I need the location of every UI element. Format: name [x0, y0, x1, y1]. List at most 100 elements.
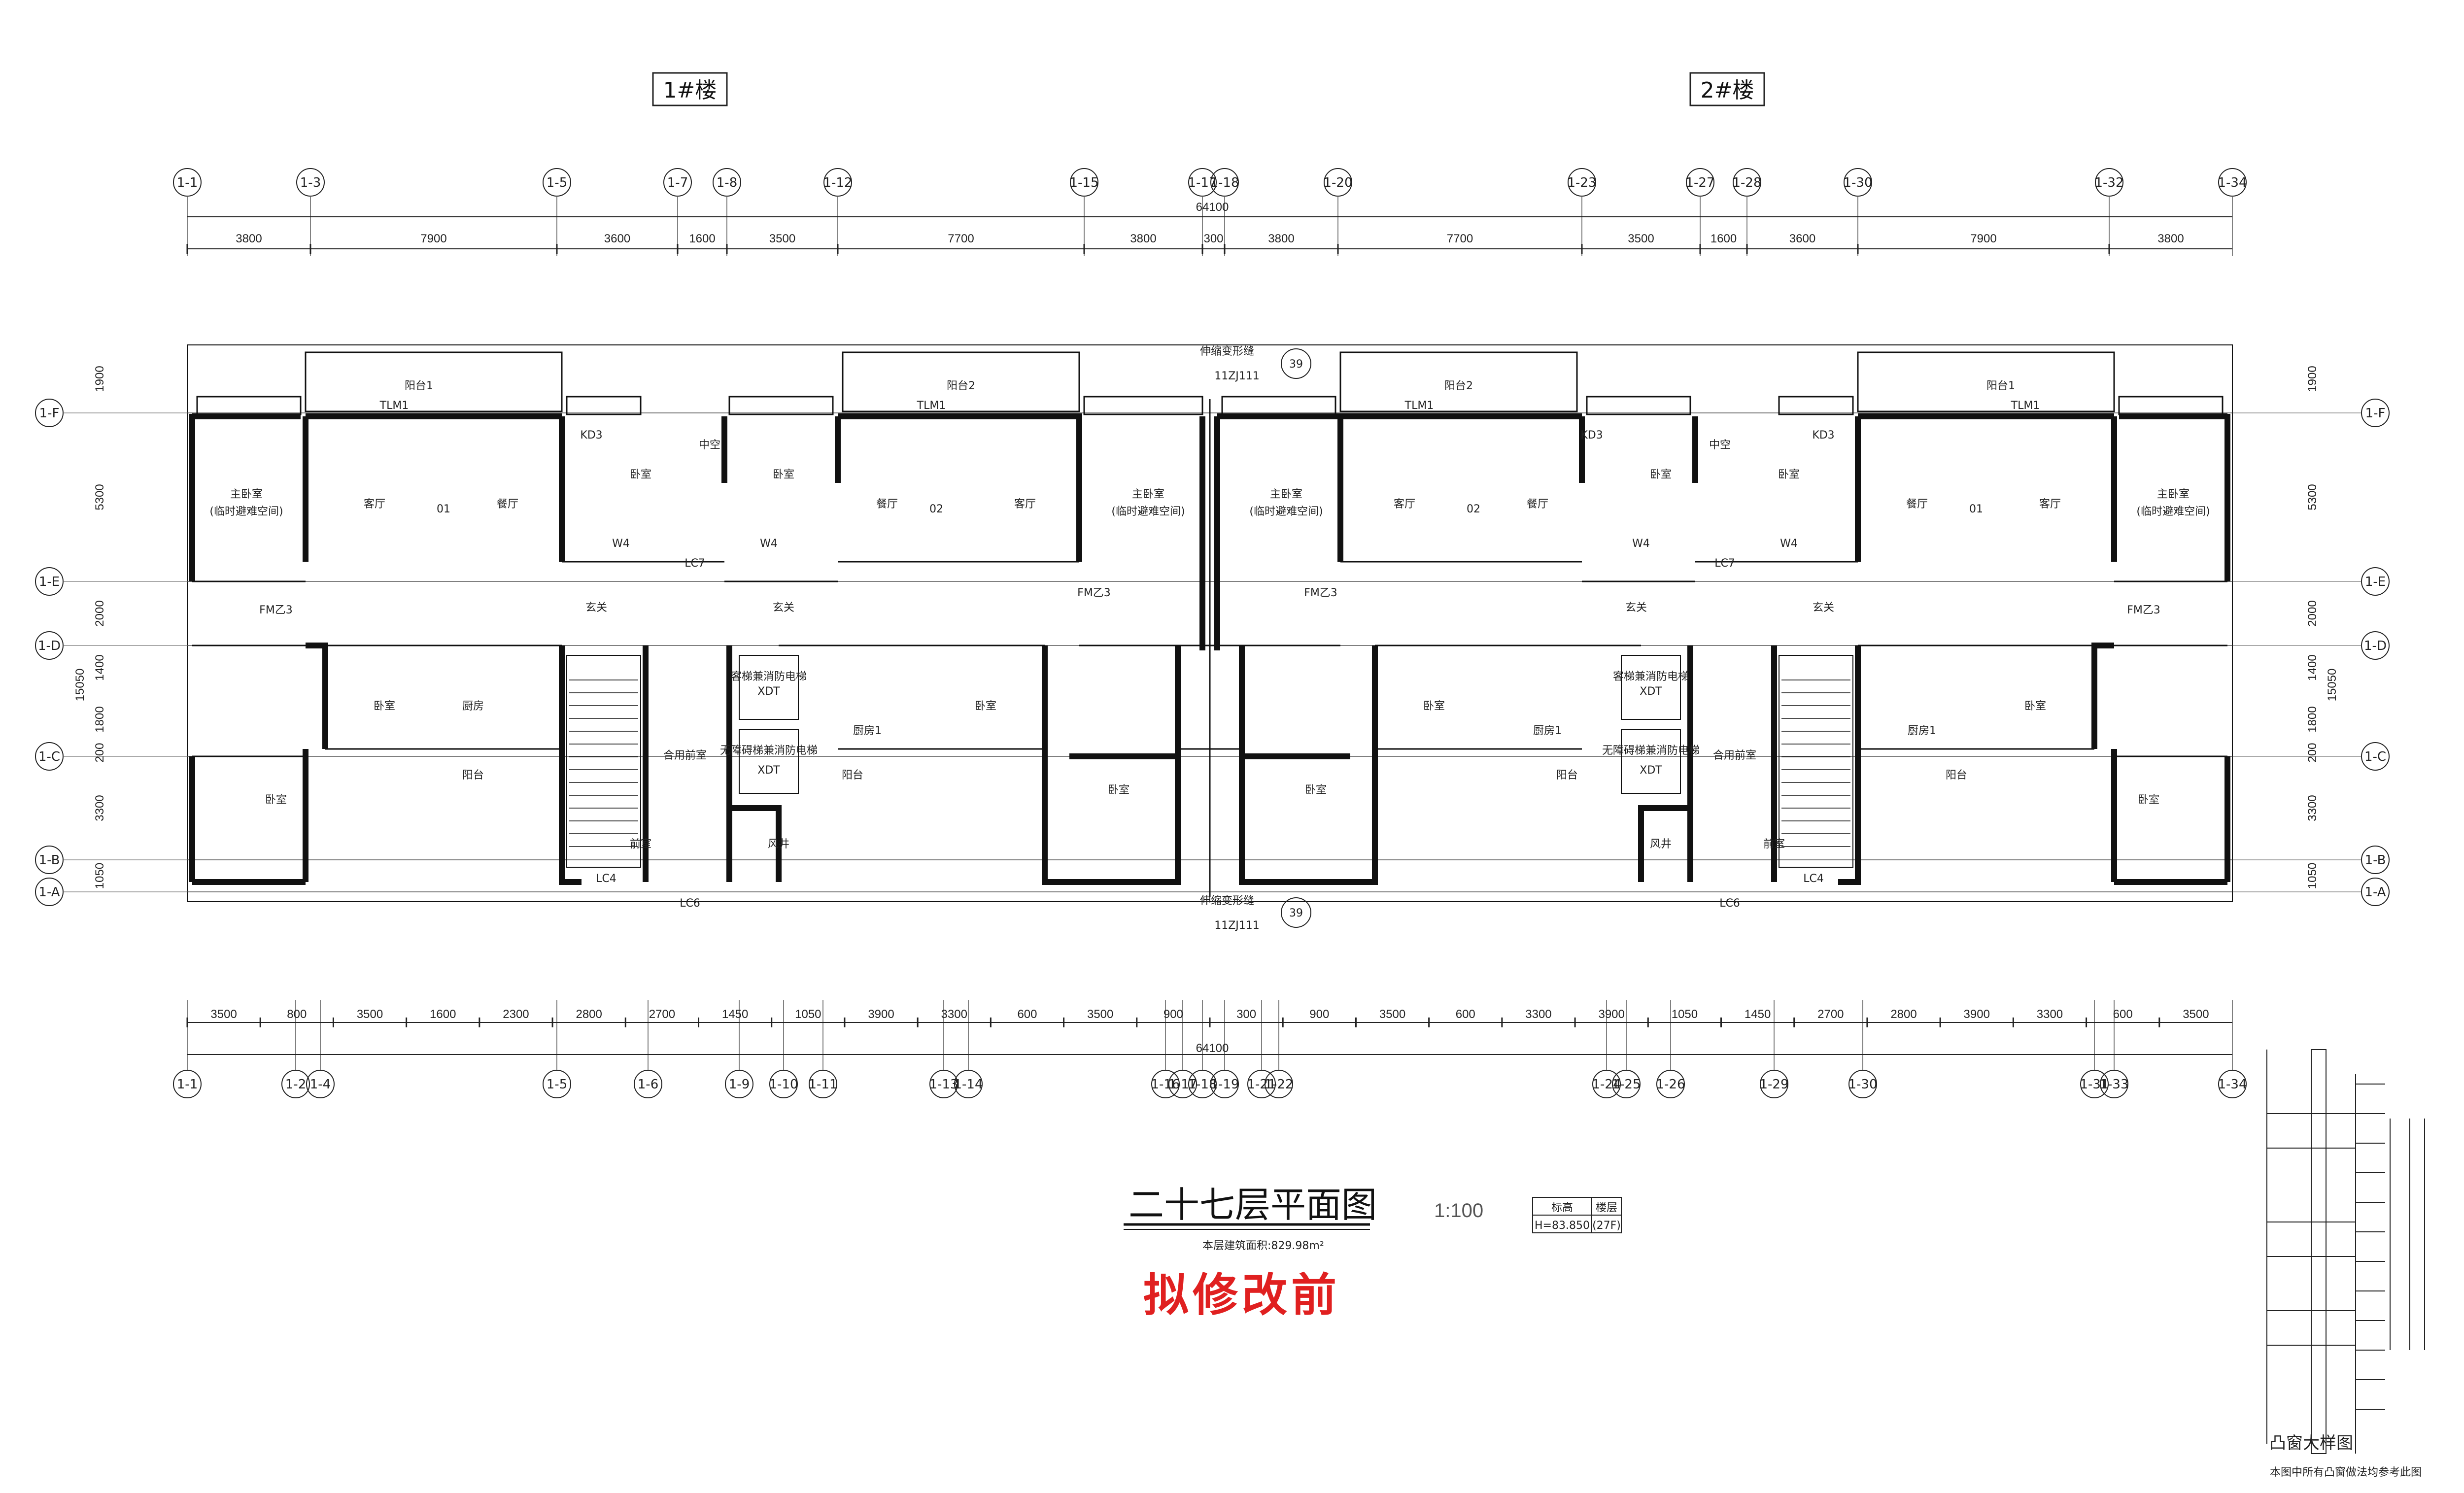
room-label: 客厅 [1014, 498, 1036, 510]
dim-label: 300 [1236, 1008, 1256, 1021]
room-label: 风井 [1650, 838, 1672, 850]
room-label: 02 [1467, 503, 1480, 515]
room-label: LC7 [1714, 557, 1735, 570]
axis-label: 1-28 [1732, 175, 1761, 190]
room-label: 主卧室 [2157, 488, 2190, 501]
building-2-box [1689, 72, 1765, 106]
dim-label: 900 [1164, 1008, 1183, 1021]
room-label: 卧室 [1423, 700, 1445, 713]
axis-bubble-bottom: 1-29 [1759, 1000, 1789, 1098]
dim-label: 3800 [236, 232, 262, 245]
room-label: 卧室 [2138, 794, 2159, 806]
room-label: XDT [757, 685, 780, 698]
room-label: 厨房1 [853, 725, 882, 737]
detail-note: 本图中所有凸窗做法均参考此图 [2270, 1466, 2422, 1479]
axis-label: 1-B [39, 853, 60, 868]
room-label: FM乙3 [1077, 587, 1111, 599]
axis-label: 1-A [2364, 885, 2386, 900]
axis-label: 1-9 [729, 1077, 750, 1092]
room-label: LC6 [1719, 897, 1740, 910]
dim-label: 200 [93, 743, 106, 762]
axis-label: 1-31 [2080, 1077, 2109, 1092]
dim-label: 3500 [1379, 1008, 1405, 1021]
dim-label: 3800 [1130, 232, 1156, 245]
axis-bubble-top: 1-7 [663, 168, 692, 256]
room-label: 主卧室 [230, 488, 263, 501]
axis-bubble-top: 1-23 [1567, 168, 1597, 256]
room-label: W4 [760, 538, 778, 550]
axis-bubble-side: 1-D [35, 631, 187, 660]
axis-label: 1-5 [547, 175, 567, 190]
axis-bubble-top: 1-12 [823, 168, 853, 256]
axis-bubble-bottom: 1-26 [1656, 1000, 1685, 1098]
elev-value-1: H=83.850 [1535, 1220, 1590, 1232]
dim-label: 3500 [1628, 232, 1654, 245]
axis-label: 1-C [38, 749, 60, 764]
room-label: XDT [757, 764, 780, 777]
room-label: 玄关 [585, 602, 607, 614]
axis-label: 1-27 [1685, 175, 1714, 190]
dim-label: 1600 [689, 232, 715, 245]
room-label: 无障碍梯兼消防电梯 [1602, 745, 1700, 757]
axis-label: 1-C [2364, 749, 2386, 764]
axis-bubble-bottom: 1-19 [1210, 1000, 1239, 1098]
room-label: 卧室 [630, 469, 651, 481]
axis-bubble-bottom: 1-34 [2218, 1000, 2247, 1098]
axis-label: 1-8 [717, 175, 737, 190]
axis-label: 1-12 [823, 175, 852, 190]
axis-bubble-top: 1-32 [2094, 168, 2124, 256]
room-label: 客厅 [1394, 498, 1415, 510]
dim-label: 300 [1203, 232, 1223, 245]
room-label: 风井 [768, 838, 789, 850]
building-1-label: 1#楼 [663, 78, 717, 103]
elev-header-2: 楼层 [1596, 1202, 1617, 1214]
building-1-box [652, 72, 728, 106]
axis-label: 1-23 [1567, 175, 1596, 190]
axis-label: 1-34 [2218, 1077, 2247, 1092]
room-label: 阳台2 [947, 380, 975, 392]
axis-bubble-top: 1-27 [1685, 168, 1715, 256]
room-label: 餐厅 [497, 498, 518, 510]
building-2-label: 2#楼 [1701, 78, 1754, 103]
axis-bubble-bottom: 1-5 [543, 1000, 571, 1098]
dim-label: 3300 [941, 1008, 967, 1021]
side-total-right: 15050 [2326, 669, 2339, 702]
axis-label: 1-10 [769, 1077, 798, 1092]
room-label: 卧室 [975, 700, 996, 713]
room-label: XDT [1640, 764, 1662, 777]
axis-bubble-top: 1-15 [1069, 168, 1099, 256]
dim-label: 3500 [357, 1008, 383, 1021]
dim-label: 1400 [93, 654, 106, 680]
building-labels: 1#楼 2#楼 [652, 72, 1765, 106]
dim-label: 1900 [93, 366, 106, 392]
room-label: 玄关 [1813, 602, 1834, 614]
axis-label: 1-F [2365, 406, 2386, 421]
dim-label: 2800 [576, 1008, 602, 1021]
room-label: 02 [929, 503, 943, 515]
axis-bubble-side: 1-F [2232, 399, 2390, 427]
axis-label: 1-B [2365, 853, 2386, 868]
room-label: 卧室 [374, 700, 395, 713]
dim-label: 1050 [93, 863, 106, 889]
room-label: LC7 [684, 557, 705, 570]
room-label: (临时避难空间) [209, 506, 283, 518]
room-label: FM乙3 [259, 604, 293, 616]
axis-label: 1-5 [547, 1077, 567, 1092]
axis-bubble-bottom: 1-25 [1611, 1000, 1641, 1098]
axis-bubble-side: 1-E [35, 567, 187, 596]
room-label: 餐厅 [1906, 498, 1928, 510]
dim-label: 1600 [430, 1008, 456, 1021]
axis-label: 1-17 [1168, 1077, 1197, 1092]
axis-label: 1-3 [300, 175, 321, 190]
axis-label: 1-E [2365, 575, 2386, 589]
axis-bubble-top: 1-34 [2218, 168, 2247, 256]
dim-label: 900 [1309, 1008, 1329, 1021]
dim-label: 800 [287, 1008, 307, 1021]
dim-label: 3500 [210, 1008, 237, 1021]
axis-bubble-top: 1-3 [296, 168, 325, 256]
dim-label: 3900 [1598, 1008, 1624, 1021]
